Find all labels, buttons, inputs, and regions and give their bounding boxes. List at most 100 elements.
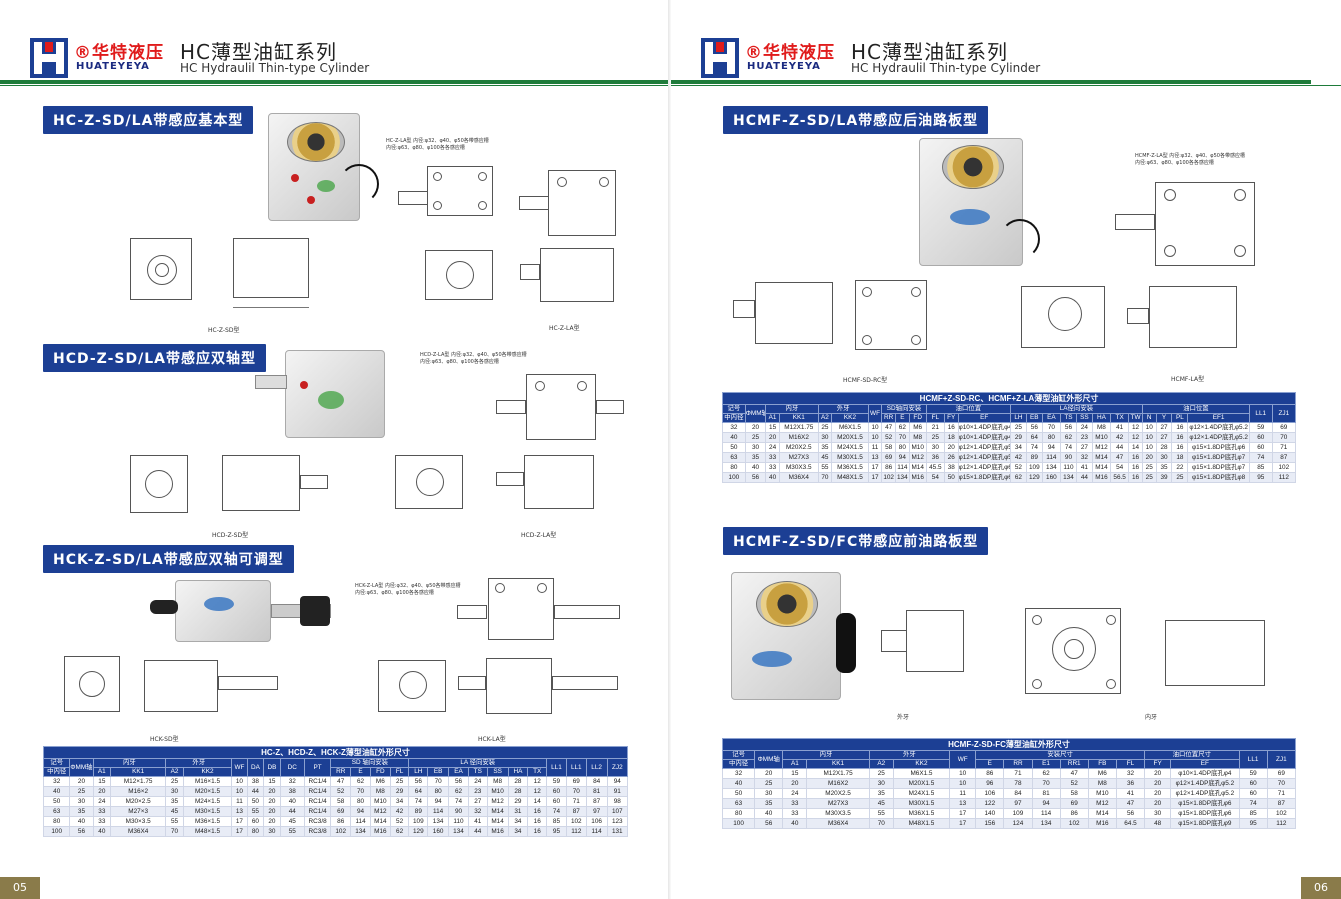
table-cell: 25 (868, 768, 894, 779)
table-cell: M12 (1087, 798, 1117, 809)
table-cell: 31 (507, 806, 529, 817)
table-cell: 47 (881, 422, 896, 433)
table-cell: 17 (231, 826, 248, 837)
table-cell: 123 (606, 816, 629, 827)
la-top-drawing (1155, 182, 1255, 266)
table-cell: 80 (42, 816, 71, 827)
table-cell: M16 (908, 472, 927, 483)
table-cell: 45 (817, 452, 833, 463)
table-cell: 18 (943, 432, 959, 443)
table-cell: 32 (722, 422, 746, 433)
table-cell: 94 (606, 776, 629, 787)
table-cell: 33 (782, 798, 808, 809)
table-cell: RC1/4 (303, 786, 332, 797)
fc-ext-drawing (906, 610, 964, 672)
series-title-en: HC Hydraulil Thin-type Cylinder (180, 61, 370, 75)
table-cell: 58 (881, 442, 896, 453)
table-cell: φ10×1.4DP底孔φ4 (1170, 768, 1240, 779)
table-cell: φ12×1.4DP底孔φ5.2 (1187, 432, 1250, 443)
table-cell: 24 (92, 796, 112, 807)
table-cell: 11 (231, 796, 248, 807)
table-cell: 36 (925, 452, 945, 463)
table-cell: 40 (782, 818, 808, 829)
table-cell: M36X4 (806, 818, 870, 829)
table-cell: 55 (868, 808, 894, 819)
table-cell: 60 (1238, 778, 1268, 789)
table-cell: 16 (527, 806, 548, 817)
table-cell: 64 (408, 786, 429, 797)
table-cell: 100 (722, 472, 746, 483)
table-cell: 59 (546, 776, 567, 787)
table-cell: 74 (1238, 798, 1268, 809)
table-cell: 94 (1031, 798, 1061, 809)
table-cell: M12X1.75 (806, 768, 870, 779)
table-cell: φ12×1.4DP底孔φ5.2 (957, 452, 1011, 463)
table-cell: M14 (908, 462, 927, 473)
product-photo (285, 350, 385, 438)
table-cell: M48×1.5 (182, 826, 233, 837)
table-cell: 10 (867, 422, 883, 433)
table-cell: M20X1.5 (892, 778, 951, 789)
col-header: LL1 (546, 758, 567, 777)
table-cell: M6 (908, 422, 927, 433)
table-cell: 102 (1059, 818, 1089, 829)
table-cell: 74 (1025, 442, 1043, 453)
table-cell: 16 (1171, 432, 1189, 443)
table-cell: 96 (975, 778, 1005, 789)
table-cell: 87 (1266, 798, 1297, 809)
table-cell: 11 (867, 442, 883, 453)
table-cell: 71 (1271, 442, 1297, 453)
table-cell: 59 (1248, 422, 1273, 433)
table-cell: 160 (1041, 472, 1061, 483)
table-cell: 34 (1009, 442, 1027, 453)
brand-name-en: HUATEYEYA (747, 61, 821, 72)
col-header: PT (303, 758, 332, 777)
table-cell: 38 (246, 776, 265, 787)
la-side2-drawing (1149, 286, 1237, 348)
la-top-drawing (526, 374, 596, 440)
table-cell: 35 (744, 452, 767, 463)
table-cell: 74 (448, 796, 469, 807)
table-cell: 32 (1075, 452, 1093, 463)
table-cell: 70 (165, 826, 184, 837)
col-header: ZJ2 (606, 758, 629, 777)
table-cell: 52 (1059, 778, 1089, 789)
table-cell: 20 (943, 442, 959, 453)
table-cell: 25 (817, 422, 833, 433)
table-cell: 45 (868, 798, 894, 809)
table-cell: 15 (765, 422, 780, 433)
table-cell: 52 (1009, 462, 1027, 473)
table-cell: 10 (231, 786, 248, 797)
la-side2-drawing (540, 248, 614, 302)
table-cell: 30 (817, 432, 833, 443)
table-cell: M30X3.5 (778, 462, 819, 473)
table-cell: 24 (782, 788, 808, 799)
la-top-drawing (488, 578, 554, 640)
table-cell: 85 (1248, 462, 1273, 473)
table-cell: φ10×1.4DP底孔φ4 (957, 422, 1011, 433)
table-cell: 20 (754, 768, 784, 779)
huateyeya-logo-icon (30, 38, 68, 78)
table-cell: M24X1.5 (892, 788, 951, 799)
table-cell: 16 (527, 826, 548, 837)
table-cell: 50 (722, 442, 746, 453)
spec-note: HC-Z-LA型 内径:φ32、φ40、φ50各带感应槽 内径:φ63、φ80、… (386, 138, 489, 151)
table-cell: 106 (975, 788, 1005, 799)
table-cell: 90 (1059, 452, 1077, 463)
col-header: DB (263, 758, 281, 777)
table-cell: M20X2.5 (778, 442, 819, 453)
drawing-caption: HCK-LA型 (478, 736, 506, 743)
table-cell: 110 (448, 816, 469, 827)
table-cell: 85 (546, 816, 567, 827)
table-cell: M14 (1087, 808, 1117, 819)
table-cell: 35 (868, 788, 894, 799)
table-cell: 14 (527, 796, 548, 807)
table-cell: M16 (369, 826, 391, 837)
table-cell: 64.5 (1115, 818, 1146, 829)
table-cell: 62 (350, 776, 371, 787)
table-cell: M24X1.5 (831, 442, 869, 453)
table-cell: 13 (867, 452, 883, 463)
table-cell: 23 (467, 786, 488, 797)
